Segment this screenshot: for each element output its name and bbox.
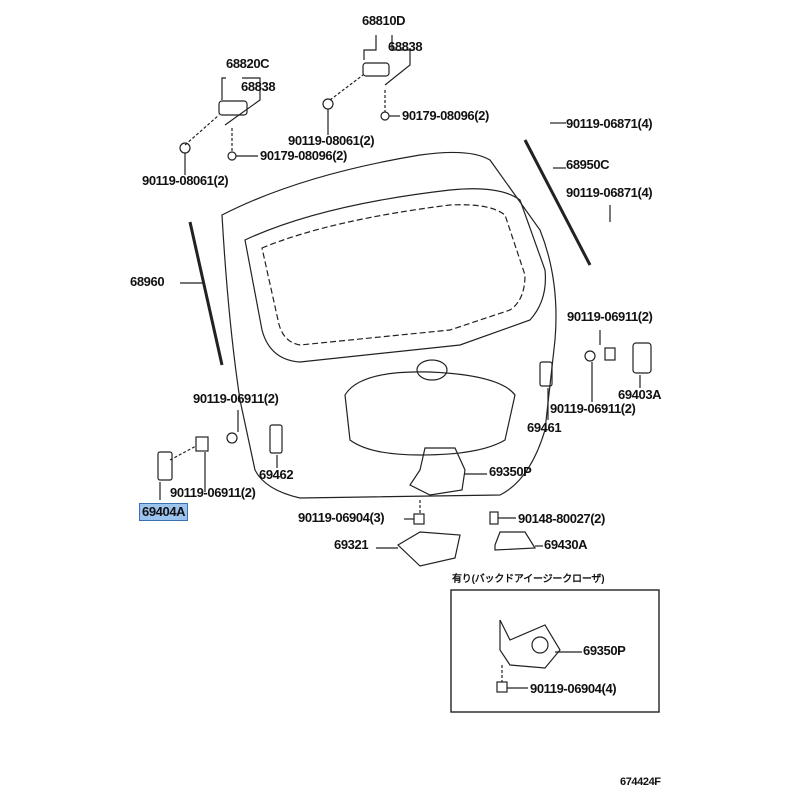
label-69430A: 69430A: [544, 537, 588, 552]
label-68838: 68838: [241, 79, 276, 94]
label-90179-08096: 90179-08096(2): [402, 108, 489, 123]
diagram-code: 674424F: [620, 776, 661, 788]
label-90119-06871: 90119-06871(4): [566, 116, 653, 131]
label-68810D: 68810D: [362, 13, 406, 28]
back-door-outline: [221, 151, 557, 499]
label-90119-08061: 90119-08061(2): [288, 133, 375, 148]
label-69350P: 69350P: [489, 464, 532, 479]
label-69404A-highlighted[interactable]: 69404A: [139, 503, 189, 521]
label-90148-80027: 90148-80027(2): [518, 511, 605, 526]
label-69462: 69462: [259, 467, 294, 482]
emblem: [416, 359, 448, 381]
label-90119-06904: 90119-06904(3): [298, 510, 385, 525]
label-68960: 68960: [130, 274, 165, 289]
label-90119-06911: 90119-06911(2): [193, 391, 279, 406]
label-90119-06911: 90119-06911(2): [567, 309, 653, 324]
inset-frame: [450, 589, 660, 713]
label-68950C: 68950C: [566, 157, 610, 172]
label-90119-06911: 90119-06911(2): [550, 401, 636, 416]
label-69461: 69461: [527, 420, 562, 435]
label-68838: 68838: [388, 39, 423, 54]
label-69403A: 69403A: [618, 387, 662, 402]
label-68820C: 68820C: [226, 56, 270, 71]
license-recess: [344, 371, 516, 456]
label-90119-08061: 90119-08061(2): [142, 173, 229, 188]
inset-label-90119-06904: 90119-06904(4): [530, 681, 617, 696]
back-window-frame: [244, 188, 547, 363]
inset-label-69350P: 69350P: [583, 643, 626, 658]
label-90119-06871: 90119-06871(4): [566, 185, 653, 200]
inset-title: 有り(バックドアイージークローザ): [452, 574, 605, 585]
lock-assembly: [409, 447, 466, 496]
back-window-glass: [261, 204, 526, 346]
label-90119-06911: 90119-06911(2): [170, 485, 256, 500]
label-90179-08096: 90179-08096(2): [260, 148, 347, 163]
label-69321: 69321: [334, 537, 369, 552]
